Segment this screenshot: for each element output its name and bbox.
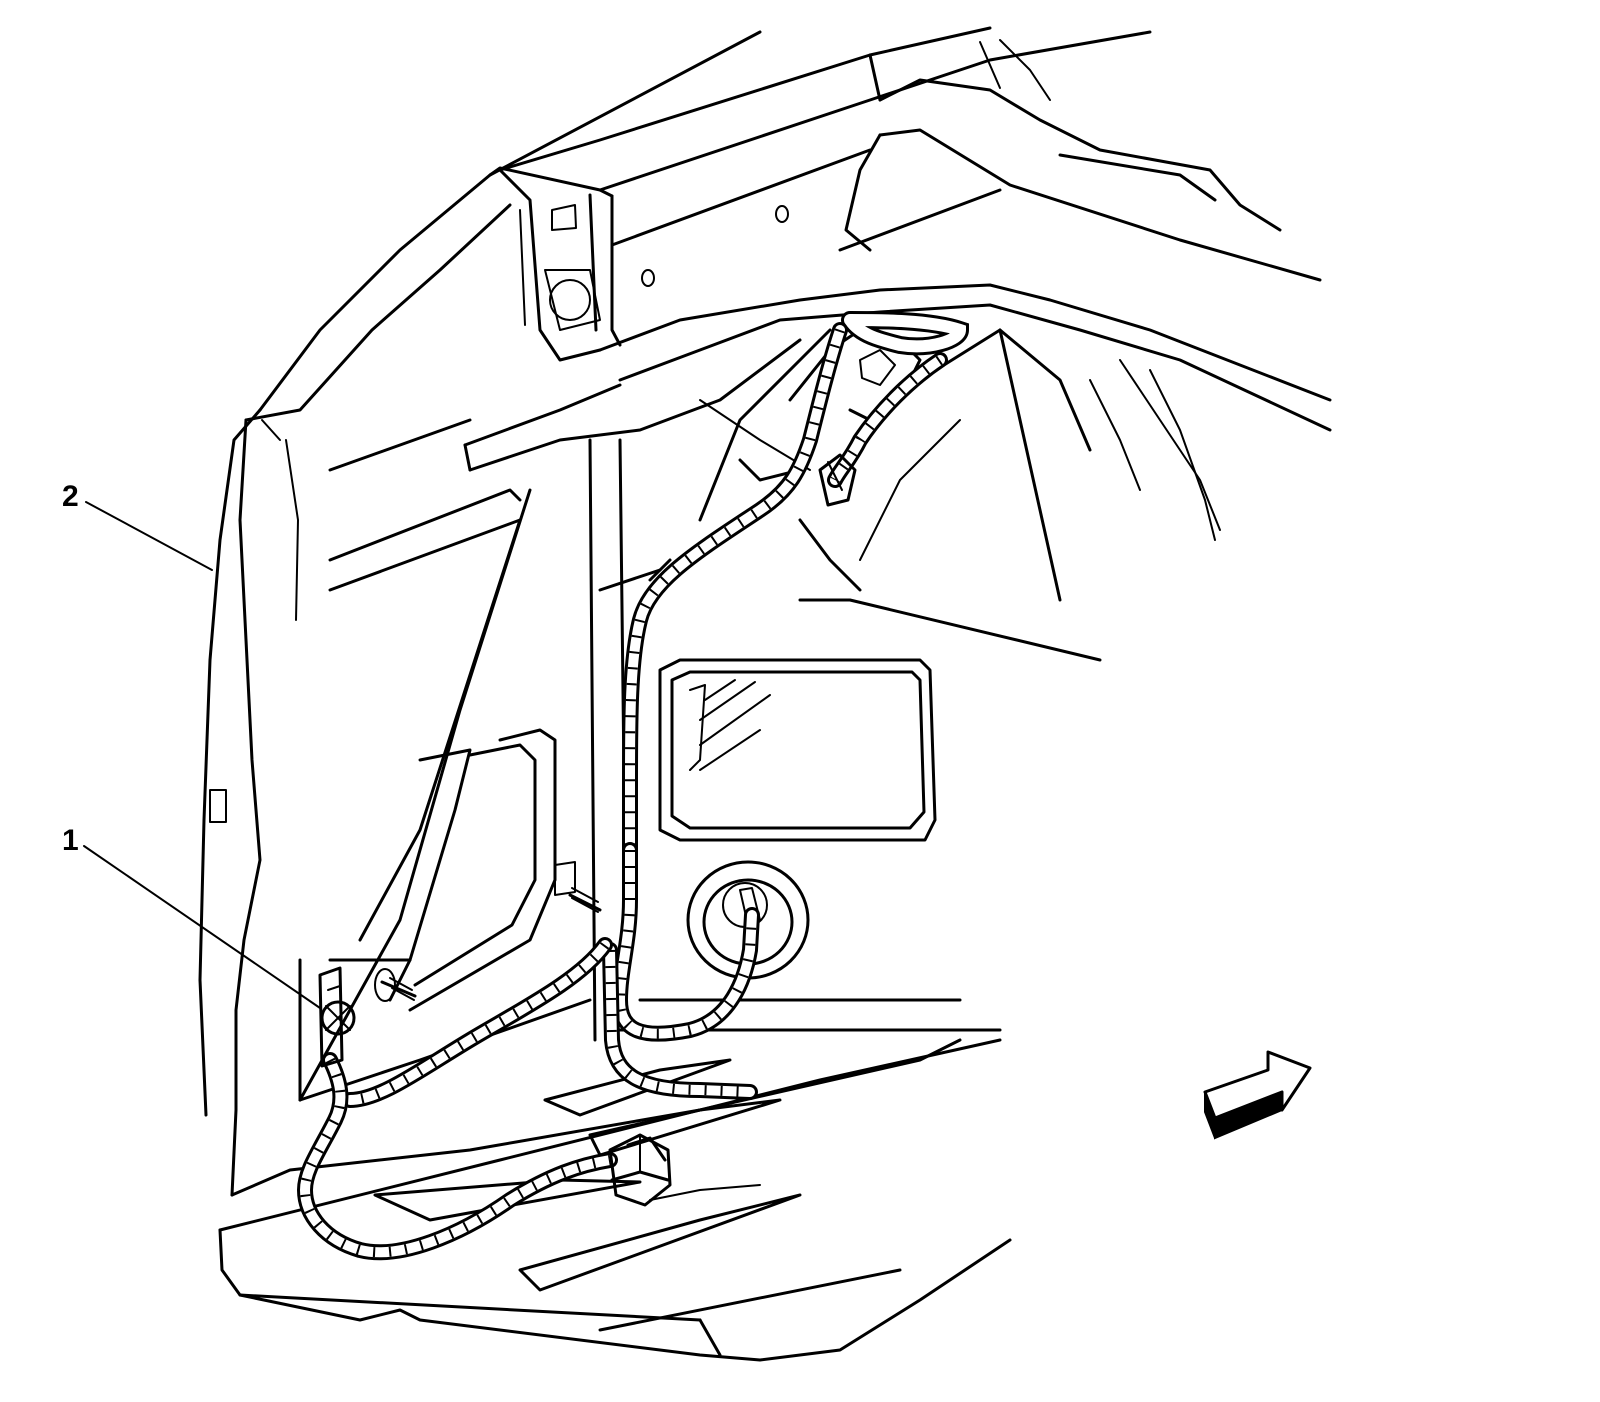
quarter-panel: [198, 30, 762, 1197]
callout-2-label: 2: [62, 480, 79, 513]
rear-bracket: [698, 328, 1102, 662]
access-opening: [658, 658, 937, 842]
wiring-harness: [296, 311, 970, 1261]
view-direction-arrow-icon: [1203, 1050, 1312, 1140]
callout-1: 1: [62, 824, 321, 1009]
callout-2: 2: [62, 480, 213, 571]
callout-1-label: 1: [62, 824, 79, 857]
ground-terminal-bolt: [318, 966, 356, 1068]
trunk-floor: [218, 998, 1012, 1362]
package-shelf: [488, 26, 1322, 362]
trunk-side-panel: [298, 418, 672, 1102]
harness-connector: [608, 1133, 672, 1207]
trunk-opening-flange: [463, 283, 1332, 541]
